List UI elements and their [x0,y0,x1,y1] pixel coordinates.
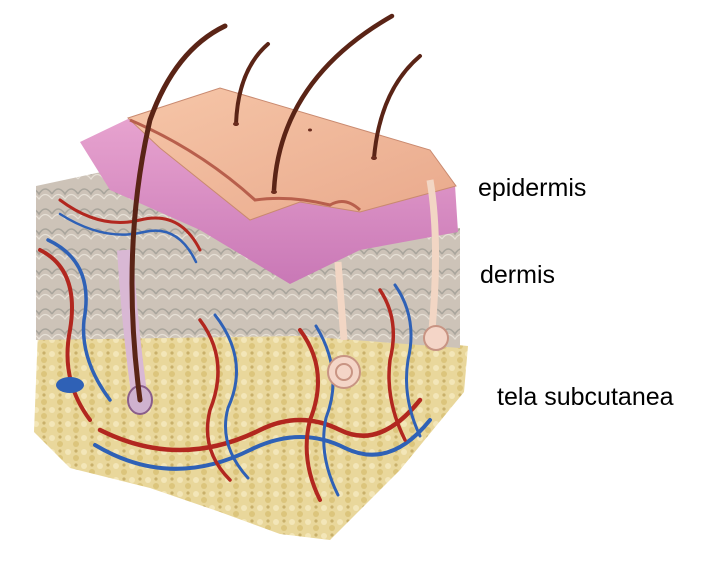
dermis-label: dermis [480,263,555,288]
vessel-cross-section [56,377,84,393]
subcutis-label: tela subcutanea [497,385,674,410]
epidermis-label: epidermis [478,176,586,201]
